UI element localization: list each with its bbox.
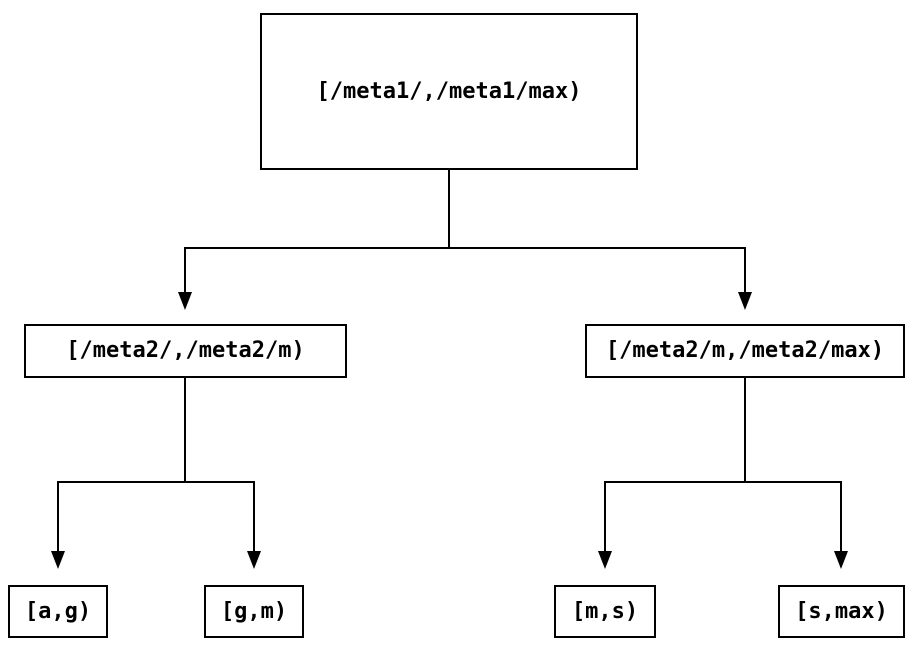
arrowhead-icon — [598, 551, 612, 569]
edge-right-leaf-smax — [834, 481, 848, 569]
edge-right-trunk — [605, 378, 841, 483]
arrowhead-icon — [834, 551, 848, 569]
node-leaf-ag: [a,g) — [8, 585, 108, 638]
arrowhead-icon — [51, 551, 65, 569]
node-leaf-ag-label: [a,g) — [24, 598, 92, 624]
edge-right-leaf-ms — [598, 481, 612, 569]
edge-root-right — [738, 247, 752, 310]
node-leaf-gm-label: [g,m) — [220, 598, 288, 624]
arrowhead-icon — [247, 551, 261, 569]
node-root-label: [/meta1/,/meta1/max) — [316, 78, 582, 104]
arrowhead-icon — [738, 292, 752, 310]
edge-left-leaf-ag — [51, 481, 65, 569]
arrowhead-icon — [178, 292, 192, 310]
node-left-child-label: [/meta2/,/meta2/m) — [66, 338, 305, 363]
node-right-child: [/meta2/m,/meta2/max) — [585, 324, 905, 378]
edge-root-trunk — [185, 170, 745, 249]
edge-root-left — [178, 247, 192, 310]
node-leaf-gm: [g,m) — [204, 585, 304, 638]
edge-left-leaf-gm — [247, 481, 261, 569]
node-leaf-ms: [m,s) — [554, 585, 656, 638]
node-right-child-label: [/meta2/m,/meta2/max) — [605, 338, 885, 363]
node-leaf-smax: [s,max) — [778, 585, 905, 638]
edge-left-trunk — [58, 378, 254, 483]
node-left-child: [/meta2/,/meta2/m) — [24, 324, 347, 378]
node-leaf-smax-label: [s,max) — [795, 598, 888, 624]
node-leaf-ms-label: [m,s) — [571, 598, 639, 624]
node-root: [/meta1/,/meta1/max) — [260, 13, 638, 170]
